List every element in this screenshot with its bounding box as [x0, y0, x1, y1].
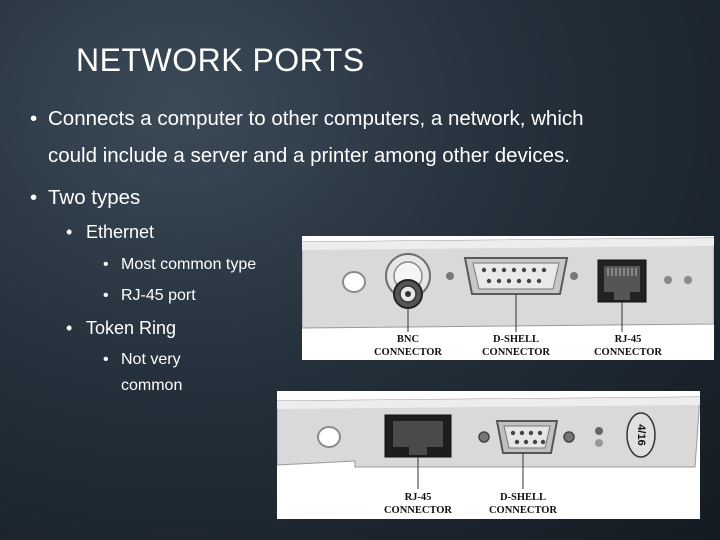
led-icon	[664, 276, 672, 284]
network-card-figure-2: 4/16 RJ-45 CONNECTOR D-SHELL CONNECTOR	[277, 391, 700, 519]
led-icon	[595, 427, 603, 435]
d-shell-connector-icon	[446, 257, 578, 295]
network-card-figure-1: BNC CONNECTOR D-SHELL CONNECTOR RJ-45 CO…	[302, 236, 714, 360]
bullet-dot: •	[30, 186, 38, 209]
mounting-hole	[342, 271, 366, 293]
bullet-dot: •	[30, 107, 38, 130]
caption-dshell-connector: CONNECTOR	[482, 347, 550, 358]
caption-bnc: BNC	[397, 334, 419, 345]
bullet-text: Most common type	[121, 256, 257, 273]
speed-badge: 4/16	[626, 412, 656, 458]
bullet-text-continued: common	[121, 377, 183, 394]
bullet-text: Ethernet	[86, 222, 155, 242]
bullet-text: Not very	[121, 351, 181, 368]
caption-bnc-connector: CONNECTOR	[374, 347, 442, 358]
caption-dshell: D-SHELL	[493, 334, 539, 345]
caption-rj45-connector: CONNECTOR	[384, 505, 452, 516]
bullet-dot: •	[103, 256, 109, 273]
page-title: NETWORK PORTS	[76, 42, 365, 78]
rj45-port-icon	[597, 259, 647, 303]
speed-badge-label: 4/16	[635, 424, 647, 445]
bullet-text: Token Ring	[86, 318, 177, 338]
caption-rj45: RJ-45	[615, 334, 642, 345]
d-shell-connector-icon	[478, 420, 575, 454]
bullet-text: Two types	[48, 186, 141, 209]
led-icon	[595, 439, 603, 447]
bullet-dot: •	[103, 287, 109, 304]
bullet-dot: •	[66, 318, 73, 338]
caption-rj45: RJ-45	[405, 492, 432, 503]
led-icon	[684, 276, 692, 284]
caption-dshell-connector: CONNECTOR	[489, 505, 557, 516]
mounting-hole	[317, 426, 341, 448]
bnc-connector-icon	[385, 253, 431, 309]
bullet-dot: •	[66, 222, 73, 242]
bullet-text: RJ-45 port	[121, 287, 196, 304]
bullet-dot: •	[103, 351, 109, 368]
caption-dshell: D-SHELL	[500, 492, 546, 503]
bullet-text: could include a server and a printer amo…	[48, 144, 570, 167]
caption-rj45-connector: CONNECTOR	[594, 347, 662, 358]
rj45-port-icon	[384, 414, 452, 458]
bullet-text: Connects a computer to other computers, …	[48, 107, 584, 130]
